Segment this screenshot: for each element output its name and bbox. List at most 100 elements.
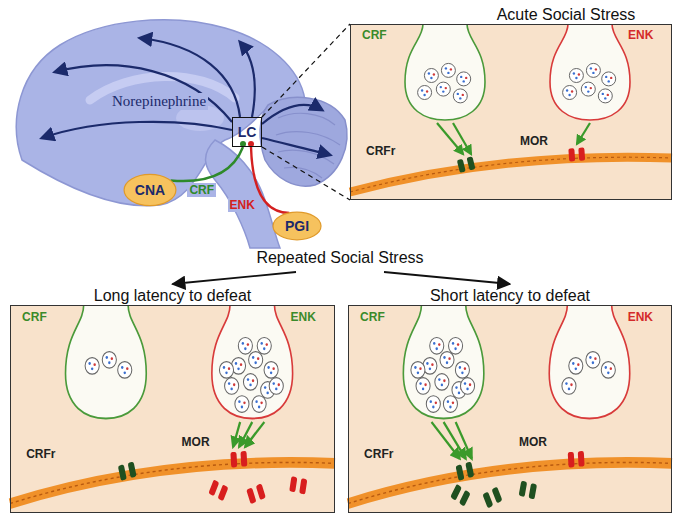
vesicle-dot [578, 73, 580, 75]
pathway-label: ENK [228, 198, 257, 212]
cerebellum-folia [276, 113, 340, 178]
vesicle-dot [469, 383, 471, 386]
vesicle-dot [590, 87, 592, 89]
vesicle-dot [91, 367, 93, 370]
panel-frame [350, 24, 672, 200]
condition-heading: Repeated Social Stress [252, 246, 428, 271]
vesicle-dot [243, 401, 245, 404]
receptor [568, 451, 585, 468]
vesicle-dot [461, 371, 463, 374]
receptor-subunit [482, 491, 493, 508]
branch-arrow [173, 272, 297, 284]
vesicle-dot [464, 367, 466, 370]
vesicle-dot [247, 378, 249, 381]
membrane-texture [10, 462, 335, 503]
vesicle-dot [261, 342, 263, 345]
vesicle-dot [438, 378, 440, 381]
vesicle-dot [570, 383, 572, 386]
receptor [208, 479, 228, 501]
vesicle-dot [93, 363, 95, 366]
vesicle-dot [457, 343, 459, 346]
vesicle-dot [242, 342, 244, 345]
cerebellum [260, 97, 347, 186]
terminal-label: CRF [358, 310, 387, 324]
receptor-subunit [256, 483, 266, 500]
receptor-subunit [578, 451, 585, 467]
vesicle [102, 352, 116, 369]
vesicle-dot [241, 406, 243, 409]
release-arrow [444, 422, 466, 459]
vesicle-dot [466, 387, 468, 390]
vesicle-dot [589, 356, 591, 359]
vesicle-dot [426, 90, 428, 92]
vesicle-dot [124, 371, 126, 374]
receptor-subunit [118, 464, 127, 481]
vesicle-dot [442, 90, 444, 92]
vesicle-dot [435, 401, 437, 404]
node-label: CNA [135, 182, 165, 198]
vesicle-dot [273, 382, 275, 385]
panel-frame [10, 305, 335, 513]
vesicle-dot [458, 392, 460, 395]
terminal-label: CRF [360, 28, 389, 42]
vesicle [219, 362, 233, 379]
vesicle-dot [607, 371, 609, 374]
vesicle [85, 358, 99, 375]
vesicle-dot [270, 371, 272, 374]
release-arrow [456, 422, 472, 459]
vesicle [455, 362, 469, 379]
vesicle-dot [449, 406, 451, 409]
vesicle-dot [454, 347, 456, 350]
neurotransmitter-label: Norepinephrine [110, 93, 208, 110]
vesicle-dot [255, 400, 257, 403]
vesicle-dot [426, 362, 428, 365]
zoom-line [262, 24, 350, 200]
panel-frame [348, 305, 672, 513]
vesicle-dot [126, 367, 128, 370]
receptor [519, 481, 537, 500]
axon-terminal [403, 305, 483, 418]
receptor-subunit [519, 481, 528, 498]
receptor-subunit [568, 452, 575, 468]
panel-heading: Acute Social Stress [350, 2, 672, 24]
vesicle-dot [446, 361, 448, 364]
vesicle-dot [263, 347, 265, 350]
vesicle-dot [443, 379, 445, 382]
vesicle-dot [417, 371, 419, 374]
axon-terminal [66, 305, 147, 418]
vesicle-dot [452, 401, 454, 404]
vesicle-dot [421, 89, 423, 91]
vesicle-dot [428, 72, 430, 74]
vesicle [457, 72, 471, 86]
vesicle-dot [106, 356, 108, 359]
vesicle-dot [448, 357, 450, 360]
vesicle-dot [264, 386, 266, 389]
vesicle [243, 374, 257, 391]
receptor [118, 461, 137, 480]
vesicle-dot [419, 367, 421, 370]
synapse-illustration [350, 24, 672, 200]
vesicle-dot [594, 357, 596, 360]
receptor-subunit [491, 486, 502, 503]
vesicle [443, 396, 457, 413]
vesicle-dot [422, 387, 424, 390]
vesicle [424, 69, 438, 83]
receptor-label: MOR [180, 435, 212, 449]
receptor-subunit [450, 484, 462, 501]
synapse-illustration [10, 305, 335, 513]
vesicle-dot [450, 68, 452, 70]
receptor [457, 156, 476, 172]
receptor [450, 484, 470, 507]
vesicle [453, 89, 467, 103]
vesicle [418, 86, 432, 100]
vesicle-dot [460, 76, 462, 78]
receptor-subunit [467, 156, 476, 170]
vesicle-dot [228, 382, 230, 385]
release-arrow [245, 422, 264, 447]
vesicle-dot [590, 67, 592, 69]
vesicle [426, 396, 440, 413]
vesicle-dot [433, 342, 435, 345]
synapse-panel: Acute Social Stress [350, 2, 672, 200]
release-arrow [453, 123, 471, 154]
